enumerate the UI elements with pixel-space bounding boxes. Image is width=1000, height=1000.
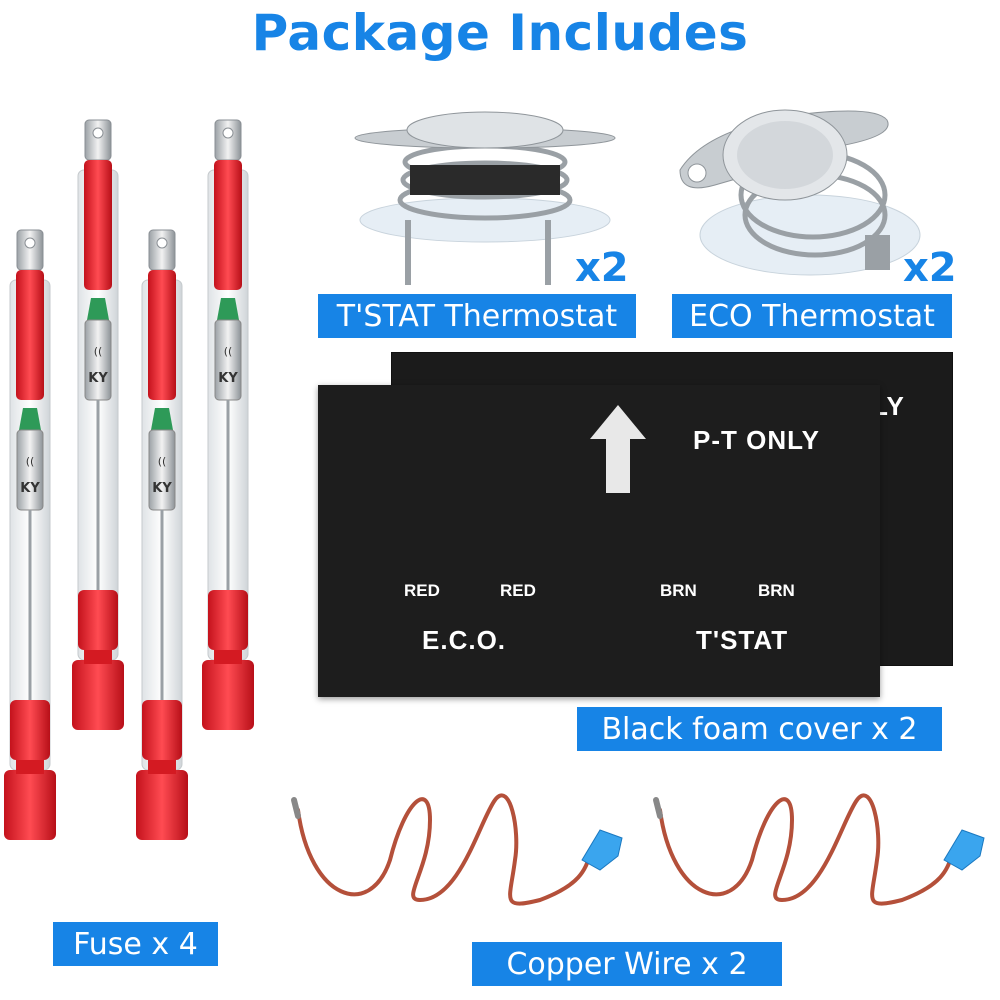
fuse-illustration: (( KY [2, 118, 256, 842]
foam-cover-front: P-T ONLY RED RED BRN BRN E.C.O. T'STAT [318, 385, 880, 697]
copper-wire-label: Copper Wire x 2 [472, 942, 782, 986]
foam-red-text-2: RED [500, 581, 536, 600]
foam-red-text-1: RED [404, 581, 440, 600]
foam-brn-text-1: BRN [660, 581, 697, 600]
up-arrow-icon [590, 405, 646, 493]
foam-cover-label: Black foam cover x 2 [577, 707, 942, 751]
copper-wire-illustration [291, 793, 985, 906]
foam-brn-text-2: BRN [758, 581, 795, 600]
foam-tstat-text: T'STAT [696, 625, 789, 655]
foam-pt-only-text: P-T ONLY [693, 425, 820, 455]
eco-quantity: x2 [903, 245, 957, 291]
tstat-thermostat-illustration [354, 111, 616, 285]
foam-eco-text: E.C.O. [422, 625, 507, 655]
tstat-thermostat-label: T'STAT Thermostat [318, 294, 636, 338]
tstat-quantity: x2 [575, 245, 629, 291]
fuse-label: Fuse x 4 [53, 922, 218, 966]
page-title: Package Includes [251, 4, 749, 62]
eco-thermostat-label: ECO Thermostat [672, 294, 952, 338]
eco-thermostat-illustration [679, 109, 921, 276]
